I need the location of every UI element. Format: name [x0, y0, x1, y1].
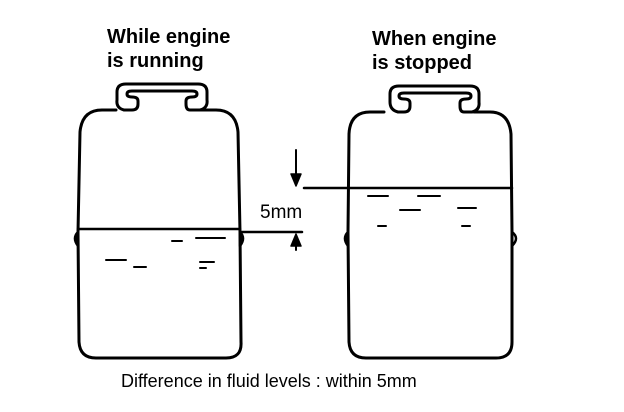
left-side-bump-right [238, 230, 245, 248]
dimension-arrow-down [290, 173, 302, 187]
right-reservoir [302, 84, 518, 360]
right-reservoir-body [346, 110, 514, 360]
left-fluid-texture [105, 237, 226, 269]
right-fluid-texture [367, 195, 477, 227]
dimension-label: 5mm [260, 202, 303, 223]
right-tank-title-line1: When engine [372, 28, 497, 50]
right-side-bump-right [510, 230, 518, 248]
right-reservoir-cap [388, 84, 481, 114]
left-tank-title-line1: While engine [107, 26, 231, 48]
right-side-bump-left [343, 230, 350, 248]
left-tank-title-line2: is running [107, 50, 204, 72]
diagram-caption: Difference in fluid levels : within 5mm [121, 371, 417, 391]
left-reservoir [73, 82, 245, 360]
level-difference-dimension [238, 149, 304, 251]
left-side-bump-left [73, 230, 80, 248]
right-tank-title-line2: is stopped [372, 52, 473, 74]
left-reservoir-cap [115, 82, 209, 112]
left-reservoir-body [76, 108, 243, 360]
